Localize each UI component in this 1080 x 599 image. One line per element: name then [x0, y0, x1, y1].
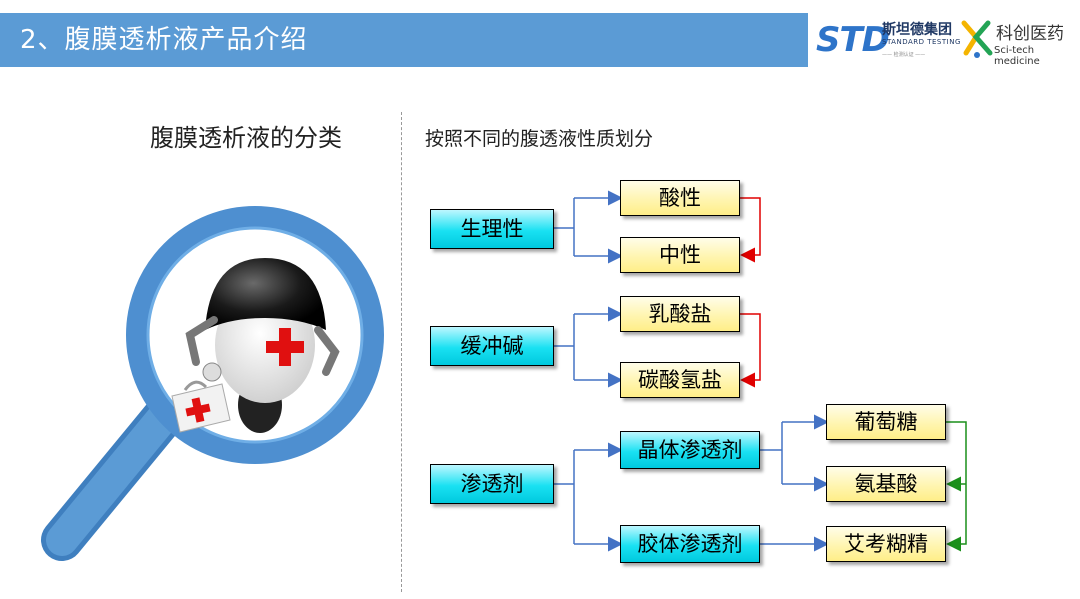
header-bar: [0, 13, 808, 67]
sci-logo-cn: 科创医药: [996, 24, 1064, 44]
left-title: 腹膜透析液的分类: [150, 124, 342, 152]
node-amino-acid: 氨基酸: [826, 466, 946, 502]
std-logo-cn: 斯坦德集团: [882, 22, 952, 38]
red-arrow-lactate-bicarbonate: [740, 313, 761, 388]
red-arrow-acid-neutral: [740, 197, 761, 263]
node-crystalloid-osmotic: 晶体渗透剂: [620, 431, 760, 469]
std-logo-en: STANDARD TESTING: [882, 38, 961, 46]
sci-logo-icon: [961, 20, 993, 58]
node-osmotic-agent: 渗透剂: [430, 464, 554, 504]
node-lactate: 乳酸盐: [620, 296, 740, 332]
magnifier-robot-illustration: [41, 206, 384, 561]
sci-logo-en: Sci-tech medicine: [994, 45, 1040, 67]
connector-physiological: [554, 190, 623, 264]
node-icodextrin: 艾考糊精: [826, 526, 946, 562]
logo-area: STD 斯坦德集团 STANDARD TESTING —— 检测认证 —— 科创…: [808, 13, 1080, 67]
header: 2、腹膜透析液产品介绍 STD 斯坦德集团 STANDARD TESTING —…: [0, 0, 1080, 67]
node-glucose: 葡萄糖: [826, 404, 946, 440]
right-title: 按照不同的腹透液性质划分: [425, 128, 654, 150]
connector-osmotic: [554, 414, 829, 552]
page-title: 2、腹膜透析液产品介绍: [20, 25, 308, 55]
node-acidic: 酸性: [620, 180, 740, 216]
green-arrows-osmotic: [946, 421, 967, 552]
node-physiological: 生理性: [430, 209, 554, 249]
node-bicarbonate: 碳酸氢盐: [620, 362, 740, 398]
node-neutral: 中性: [620, 237, 740, 273]
node-colloid-osmotic: 胶体渗透剂: [620, 525, 760, 563]
section-divider: [401, 112, 402, 592]
std-logo-sub: —— 检测认证 ——: [882, 52, 926, 58]
connector-buffer: [554, 306, 623, 388]
std-logo-mark: STD: [816, 20, 890, 60]
node-buffer-base: 缓冲碱: [430, 326, 554, 366]
